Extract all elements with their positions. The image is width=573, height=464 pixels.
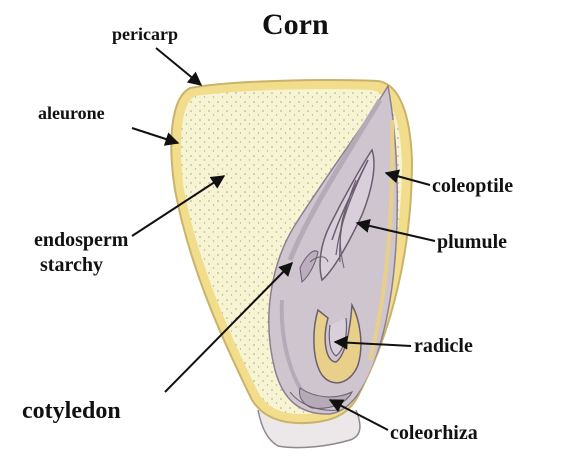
diagram-title: Corn [262,8,329,41]
label-radicle: radicle [414,335,473,357]
label-starchy: starchy [40,254,103,276]
label-coleoptile: coleoptile [432,175,513,197]
label-coleorhiza: coleorhiza [390,422,478,444]
arrow-pericarp [156,48,201,85]
label-pericarp: pericarp [112,24,178,44]
label-endosperm: endosperm [34,229,129,251]
label-aleurone: aleurone [38,103,105,123]
label-cotyledon: cotyledon [22,398,121,424]
label-plumule: plumule [437,231,507,253]
